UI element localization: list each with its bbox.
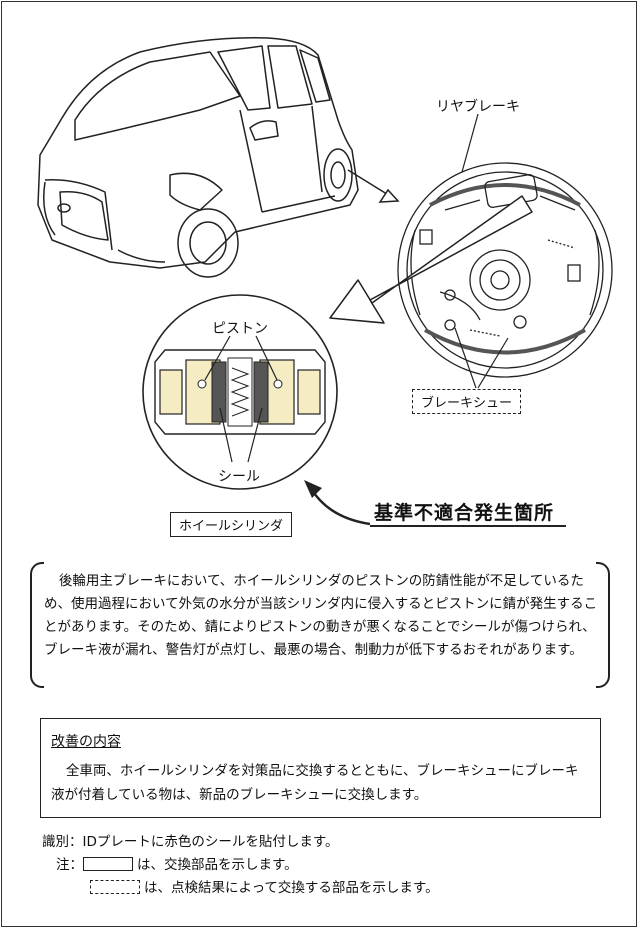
note-label: 注： <box>56 857 83 873</box>
note-dashed-text: は、点検結果によって交換する部品を示します。 <box>144 880 439 896</box>
brake-shoe-label: ブレーキシュー <box>412 389 522 414</box>
nonconformity-location-headline: 基準不適合発生箇所 <box>374 502 555 524</box>
defect-description: 後輪用主ブレーキにおいて、ホイールシリンダのピストンの防錆性能が不足しているため… <box>30 562 610 688</box>
note-solid-row: 注： は、交換部品を示します。 <box>56 853 298 873</box>
headline-arrow <box>304 480 566 527</box>
right-bracket <box>596 562 610 688</box>
car-to-brake-arrow <box>347 169 400 203</box>
rear-brake-drawing <box>397 162 613 378</box>
defect-description-text: 後輪用主ブレーキにおいて、ホイールシリンダのピストンの防錆性能が不足しているため… <box>44 573 598 658</box>
solid-box-sample <box>83 857 133 871</box>
recall-illustration <box>37 37 613 527</box>
brake-leader-lines <box>454 113 509 389</box>
car-drawing <box>37 37 359 278</box>
identification-note: 識別：IDプレートに赤色のシールを貼付します。 <box>42 834 339 850</box>
wheel-cylinder-detail <box>142 294 338 490</box>
rear-brake-label: リヤブレーキ <box>436 99 520 115</box>
improvement-body: 全車両、ホイールシリンダを対策品に交換するとともに、ブレーキシューにブレーキ液が… <box>51 763 579 803</box>
note-dashed-row: は、点検結果によって交換する部品を示します。 <box>90 876 439 896</box>
wheel-cylinder-label: ホイールシリンダ <box>170 512 293 537</box>
improvement-title: 改善の内容 <box>51 734 121 750</box>
seal-label: シール <box>218 469 260 485</box>
detail-arrow <box>329 195 533 324</box>
note-solid-text: は、交換部品を示します。 <box>137 857 298 873</box>
dashed-box-sample <box>90 880 140 894</box>
improvement-box: 改善の内容 全車両、ホイールシリンダを対策品に交換するとともに、ブレーキシューに… <box>40 718 601 818</box>
left-bracket <box>30 562 44 688</box>
piston-label: ピストン <box>212 321 268 337</box>
